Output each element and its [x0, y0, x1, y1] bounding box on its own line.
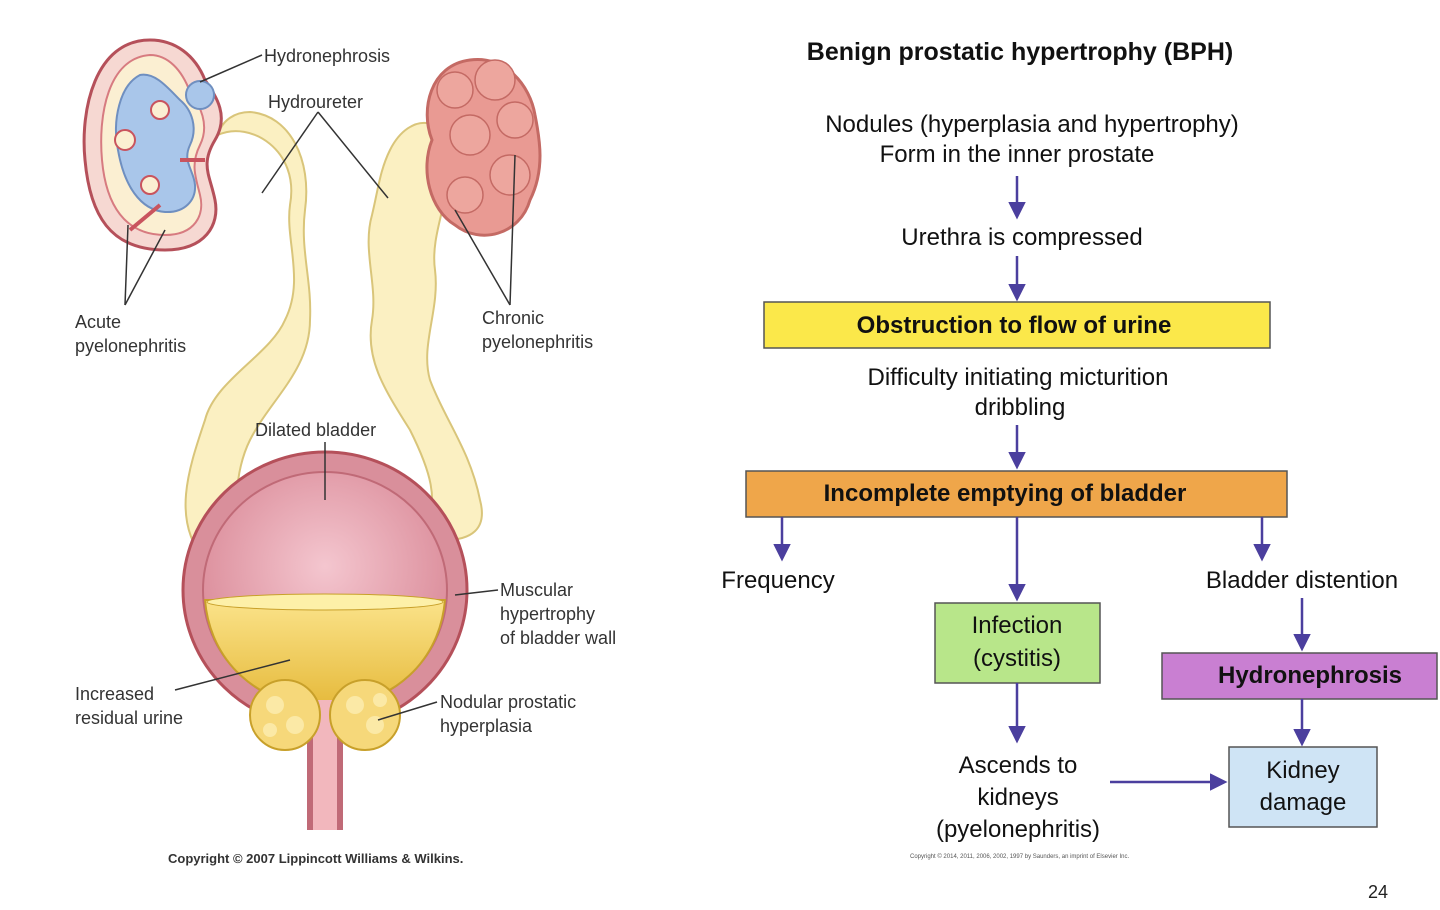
illustration-copyright: Copyright © 2007 Lippincott Williams & W…	[168, 851, 463, 866]
flowchart-title: Benign prostatic hypertrophy (BPH)	[807, 38, 1233, 66]
kidney-line-1: Kidney	[1266, 757, 1339, 784]
obstruction-label: Obstruction to flow of urine	[857, 312, 1172, 339]
right-kidney	[425, 57, 542, 237]
bladder	[181, 450, 469, 730]
label-chronic-2: pyelonephritis	[482, 332, 593, 352]
ascends-line-1: Ascends to	[959, 752, 1078, 779]
flowchart-copyright: Copyright © 2014, 2011, 2006, 2002, 1997…	[910, 853, 1129, 860]
label-muscular-2: hypertrophy	[500, 604, 595, 624]
frequency-label: Frequency	[721, 567, 834, 594]
hydronephrosis-box	[1161, 652, 1438, 700]
label-nodular-2: hyperplasia	[440, 716, 533, 736]
label-muscular-3: of bladder wall	[500, 628, 616, 648]
label-hydronephrosis: Hydronephrosis	[264, 46, 390, 66]
prostate	[249, 679, 401, 830]
ascends-line-2: kidneys	[977, 784, 1058, 811]
label-hydroureter: Hydroureter	[268, 92, 363, 112]
difficulty-line-2: dribbling	[975, 394, 1066, 421]
ascends-line-3: (pyelonephritis)	[936, 816, 1100, 843]
label-increased-1: Increased	[75, 684, 154, 704]
bladder-distention-label: Bladder distention	[1206, 567, 1398, 594]
label-muscular-1: Muscular	[500, 580, 573, 600]
infection-line-2: (cystitis)	[973, 645, 1061, 672]
label-increased-2: residual urine	[75, 708, 183, 728]
nodules-line-1: Nodules (hyperplasia and hypertrophy)	[825, 111, 1239, 138]
bph-flowchart: Benign prostatic hypertrophy (BPH) Nodul…	[721, 38, 1438, 860]
label-chronic-1: Chronic	[482, 308, 544, 328]
urethra-compressed: Urethra is compressed	[901, 224, 1142, 251]
kidney-damage-box	[1228, 746, 1378, 828]
label-acute-1: Acute	[75, 312, 121, 332]
incomplete-label: Incomplete emptying of bladder	[824, 480, 1187, 507]
obstruction-box	[763, 301, 1271, 349]
nodules-line-2: Form in the inner prostate	[880, 141, 1155, 168]
illustration-labels: Hydronephrosis Hydroureter Acute pyelone…	[75, 46, 616, 866]
label-nodular-1: Nodular prostatic	[440, 692, 576, 712]
bph-illustration: Hydronephrosis Hydroureter Acute pyelone…	[75, 38, 616, 866]
incomplete-box	[745, 470, 1288, 518]
label-dilated-bladder: Dilated bladder	[255, 420, 376, 440]
label-acute-2: pyelonephritis	[75, 336, 186, 356]
infection-line-1: Infection	[972, 612, 1063, 639]
left-kidney	[82, 38, 223, 252]
kidney-line-2: damage	[1260, 789, 1347, 816]
leader-lines	[124, 54, 516, 721]
difficulty-line-1: Difficulty initiating micturition	[868, 364, 1169, 391]
page-number: 24	[1368, 882, 1388, 902]
hydronephrosis-label: Hydronephrosis	[1218, 662, 1402, 689]
